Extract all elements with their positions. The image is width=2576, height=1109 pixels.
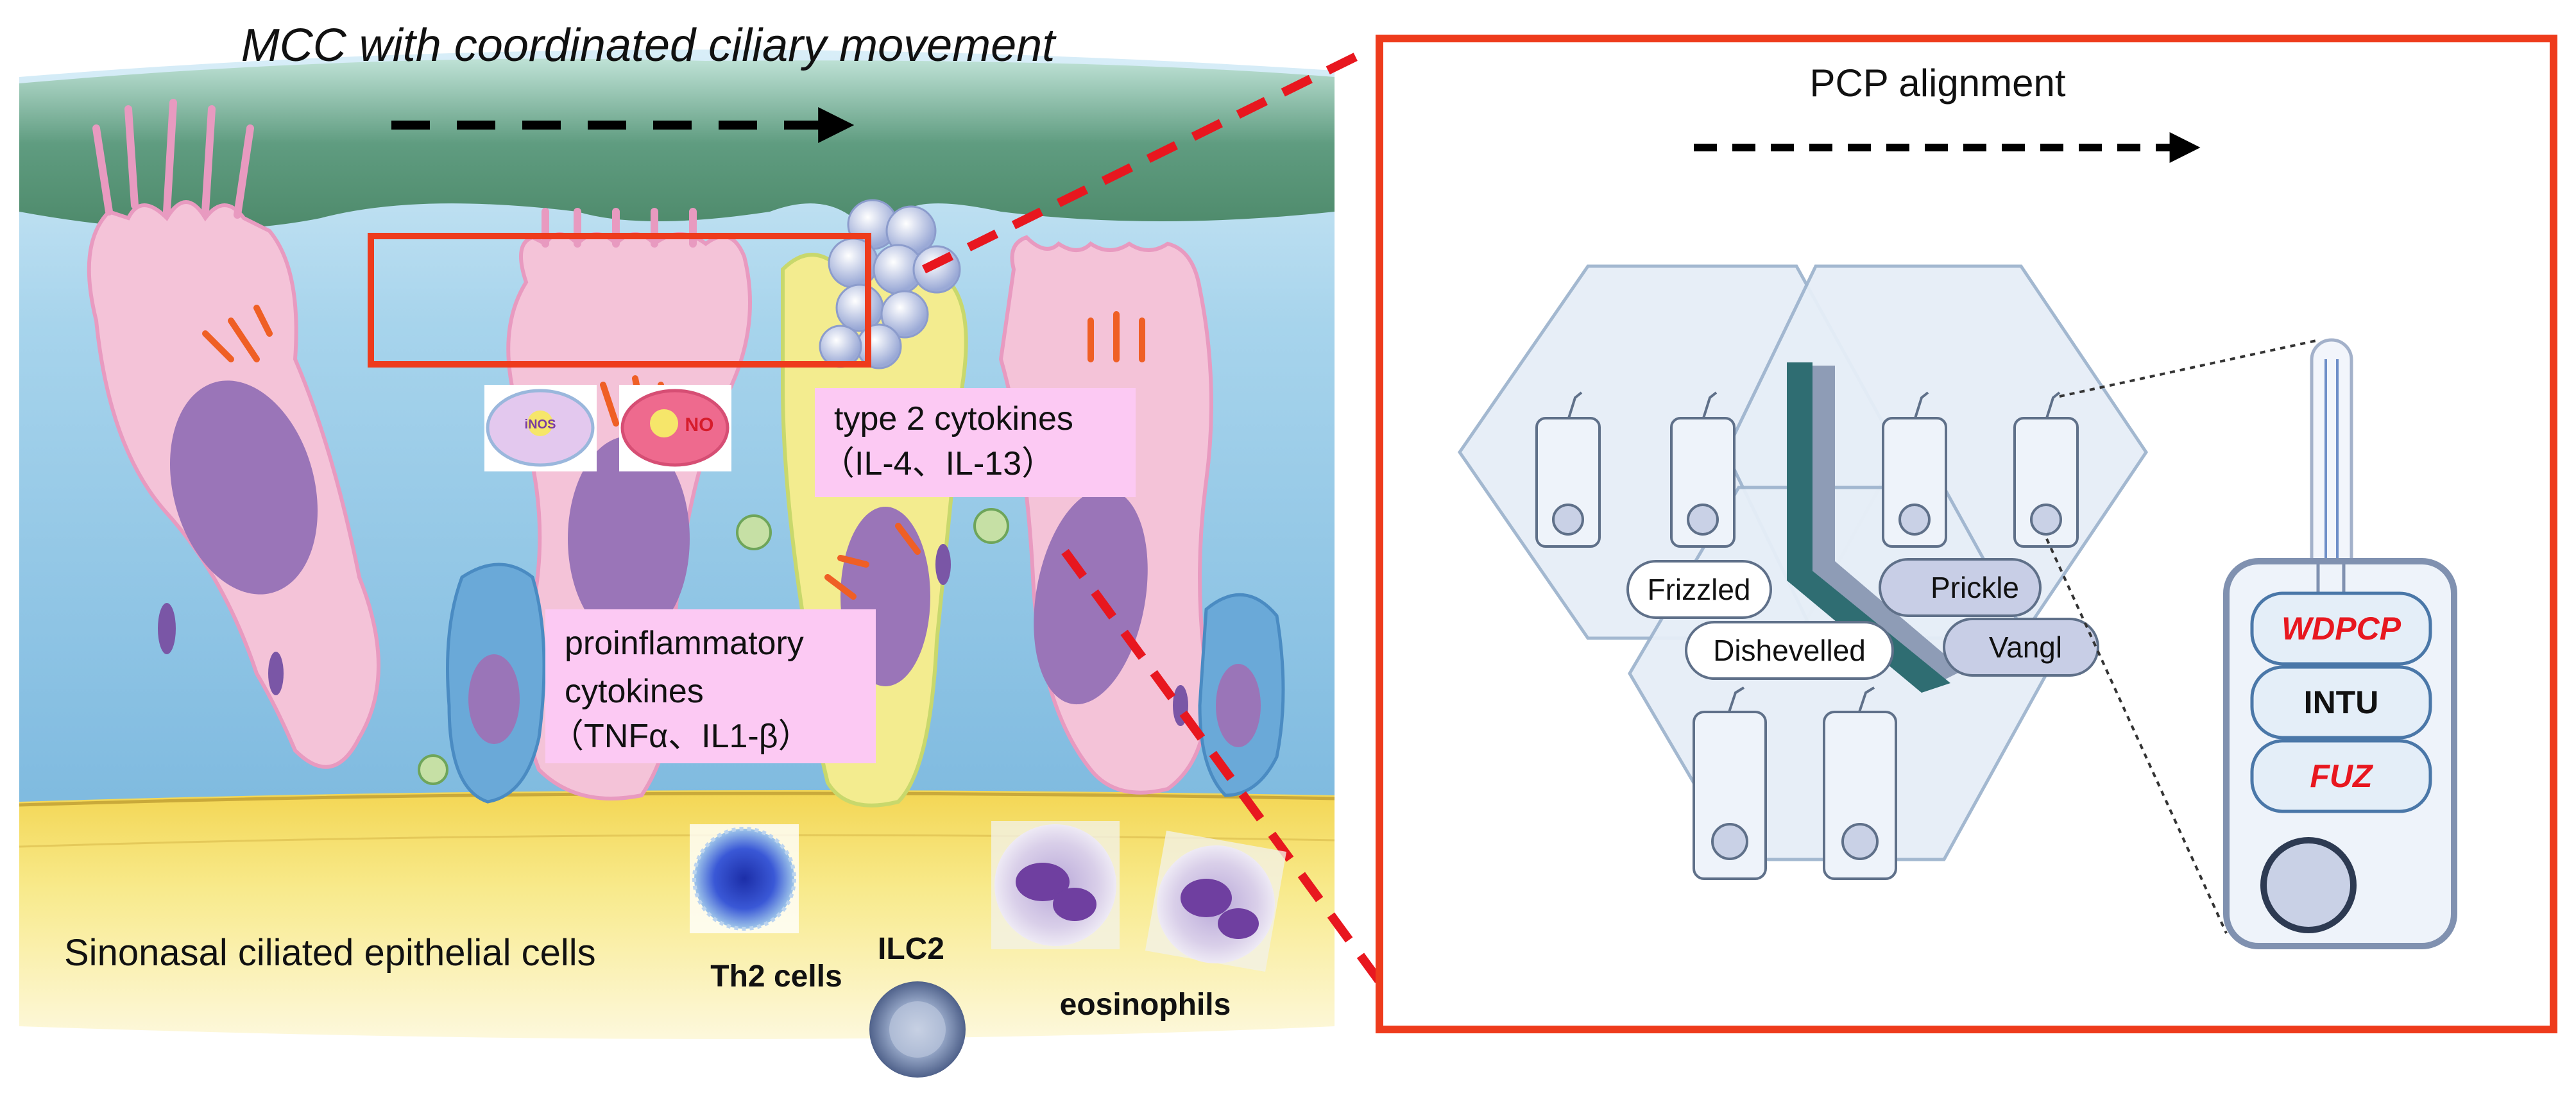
type2-cytokines-line2: （IL-4、IL-13） bbox=[821, 445, 1055, 482]
fuz-block bbox=[2250, 739, 2432, 813]
prickle-label: Prickle bbox=[1931, 571, 2019, 604]
ilc2-label: ILC2 bbox=[878, 932, 944, 966]
intu-block bbox=[2250, 665, 2432, 740]
type2-cytokines-box bbox=[815, 388, 1136, 497]
proinflammatory-line3: （TNFα、IL1-β） bbox=[550, 718, 812, 755]
ciliated-cell bbox=[998, 235, 1213, 795]
no-label: NO bbox=[685, 414, 714, 436]
vangl-side-bar bbox=[1813, 366, 1963, 680]
prickle-pill: Prickle bbox=[1879, 558, 2042, 617]
wdpcp-label: WDPCP bbox=[2282, 611, 2401, 647]
detail-nucleus bbox=[2260, 837, 2357, 933]
type2-cytokines-line1: type 2 cytokines bbox=[834, 400, 1073, 437]
proinflammatory-cytokines-box bbox=[545, 609, 876, 763]
frizzled-label: Frizzled bbox=[1647, 573, 1750, 606]
frizzled-side-bar bbox=[1787, 362, 1950, 693]
eosinophils-label: eosinophils bbox=[1060, 988, 1231, 1022]
detail-connector-bottom bbox=[2045, 538, 2228, 934]
epithelium-label: Sinonasal ciliated epithelial cells bbox=[64, 932, 596, 974]
basement-membrane bbox=[19, 792, 1335, 807]
mini-ciliated-cell bbox=[1670, 391, 1736, 548]
mini-ciliated-cell bbox=[1693, 686, 1767, 880]
detail-ciliated-cell bbox=[2223, 338, 2457, 949]
basal-cell bbox=[446, 563, 546, 804]
eosinophil-cell bbox=[1145, 830, 1287, 972]
basal-cell bbox=[1198, 593, 1285, 797]
intu-label: INTU bbox=[2304, 684, 2379, 720]
dishevelled-pill: Dishevelled bbox=[1685, 621, 1894, 680]
inos-label: iNOS bbox=[525, 418, 556, 432]
no-icon: NO bbox=[619, 385, 731, 471]
frizzled-pill: Frizzled bbox=[1626, 560, 1772, 619]
ciliated-cell bbox=[87, 99, 380, 769]
pcp-panel-title: PCP alignment bbox=[1809, 62, 2065, 105]
fuz-label: FUZ bbox=[2310, 758, 2374, 794]
wdpcp-block bbox=[2250, 591, 2432, 666]
vangl-pill: Vangl bbox=[1943, 618, 2099, 677]
mini-ciliated-cell bbox=[1882, 391, 1947, 548]
dishevelled-label: Dishevelled bbox=[1713, 634, 1866, 667]
zoom-region-box bbox=[368, 233, 871, 368]
mucin-granules bbox=[819, 199, 961, 369]
proinflammatory-line2: cytokines bbox=[565, 673, 704, 710]
no-icon: iNOS bbox=[484, 385, 597, 471]
epithelium-illustration bbox=[19, 49, 1335, 1039]
ilc2-cell bbox=[869, 981, 966, 1078]
zoom-connector-top bbox=[921, 50, 1363, 274]
mini-ciliated-cell bbox=[1823, 686, 1897, 880]
detail-connector-top bbox=[2059, 339, 2320, 398]
vangl-label: Vangl bbox=[1989, 631, 2062, 664]
left-panel-title: MCC with coordinated ciliary movement bbox=[241, 20, 1057, 71]
eosinophil-cell bbox=[991, 821, 1120, 949]
proinflammatory-line1: proinflammatory bbox=[565, 625, 804, 662]
zoom-connector-bottom bbox=[1061, 548, 1383, 985]
th2-cell bbox=[690, 824, 799, 933]
th2-cells-label: Th2 cells bbox=[710, 960, 842, 994]
mucus-layer bbox=[19, 58, 1335, 230]
mini-ciliated-cell bbox=[1535, 391, 1601, 548]
mini-ciliated-cell bbox=[2013, 391, 2079, 548]
